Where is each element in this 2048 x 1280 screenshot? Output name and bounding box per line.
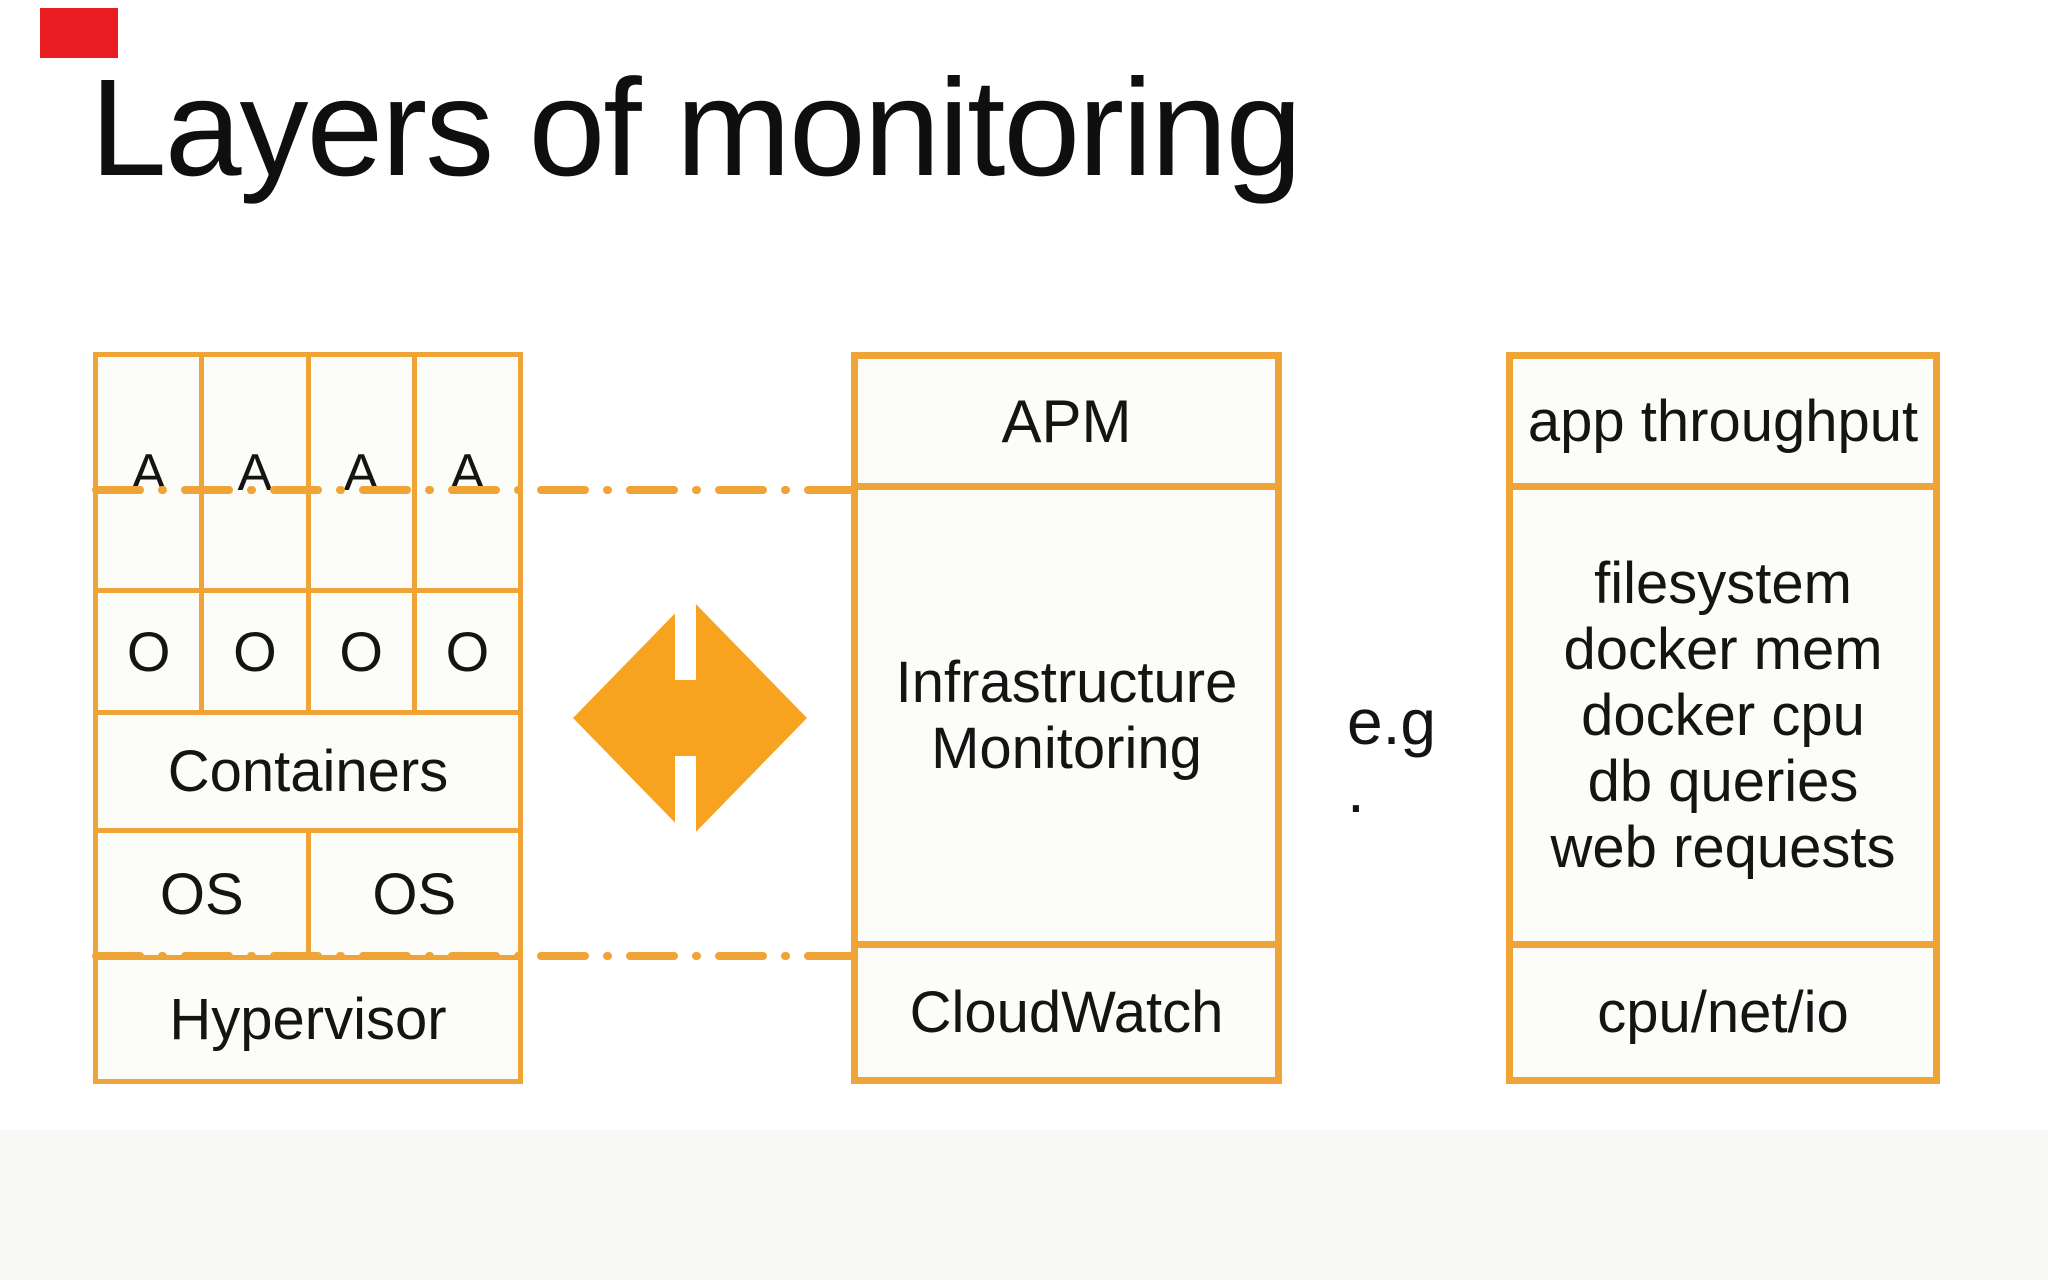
eg-note-line: e.g [1347,686,1436,758]
bottom-tint-strip [0,1130,2048,1280]
layer-stack-box: A A A A O O O O Containers OS OS Hypervi… [93,352,523,1084]
eg-note: e.g . [1347,688,1436,824]
infrastructure-monitoring-section: Infrastructure Monitoring [858,490,1275,948]
infra-example: web requests [1550,814,1896,880]
metric-examples-box: app throughput filesystem docker mem doc… [1506,352,1940,1084]
os-cell: OS [159,861,244,927]
app-cell: A [411,357,518,588]
containers-layer-row: Containers [98,710,518,828]
red-marker [40,8,118,58]
monitoring-tools-box: APM Infrastructure Monitoring CloudWatch [851,352,1282,1084]
apm-section: APM [858,359,1275,490]
infra-example: docker mem [1563,616,1883,682]
app-cell: A [305,357,412,588]
process-layer-row: O O O O [98,588,518,710]
cpu-net-io-section: cpu/net/io [1513,948,1933,1077]
os-layer-row: OS OS [98,828,518,955]
infrastructure-line: Infrastructure [895,649,1238,715]
infra-example: filesystem [1594,550,1852,616]
double-arrow-icon [573,588,807,848]
infrastructure-examples-section: filesystem docker mem docker cpu db quer… [1513,490,1933,948]
infra-example: docker cpu [1581,682,1865,748]
cloudwatch-section: CloudWatch [858,948,1275,1077]
hypervisor-layer-row: Hypervisor [98,955,518,1079]
process-cell: O [305,593,412,710]
infrastructure-line: Monitoring [931,715,1202,781]
app-throughput-section: app throughput [1513,359,1933,490]
process-cell: O [199,593,305,710]
cloudwatch-label: CloudWatch [909,980,1224,1045]
infra-example: db queries [1587,748,1859,814]
process-cell: O [411,593,518,710]
page-title: Layers of monitoring [90,51,1302,205]
apm-label: APM [1001,387,1132,455]
app-cell: A [131,443,166,502]
process-cell: O [126,620,171,683]
app-layer-row: A A A A [98,357,518,588]
os-cell: OS [305,833,519,955]
eg-note-line: . [1347,754,1365,826]
app-throughput-label: app throughput [1527,388,1919,454]
app-cell: A [199,357,305,588]
cpu-net-io-label: cpu/net/io [1597,980,1849,1045]
